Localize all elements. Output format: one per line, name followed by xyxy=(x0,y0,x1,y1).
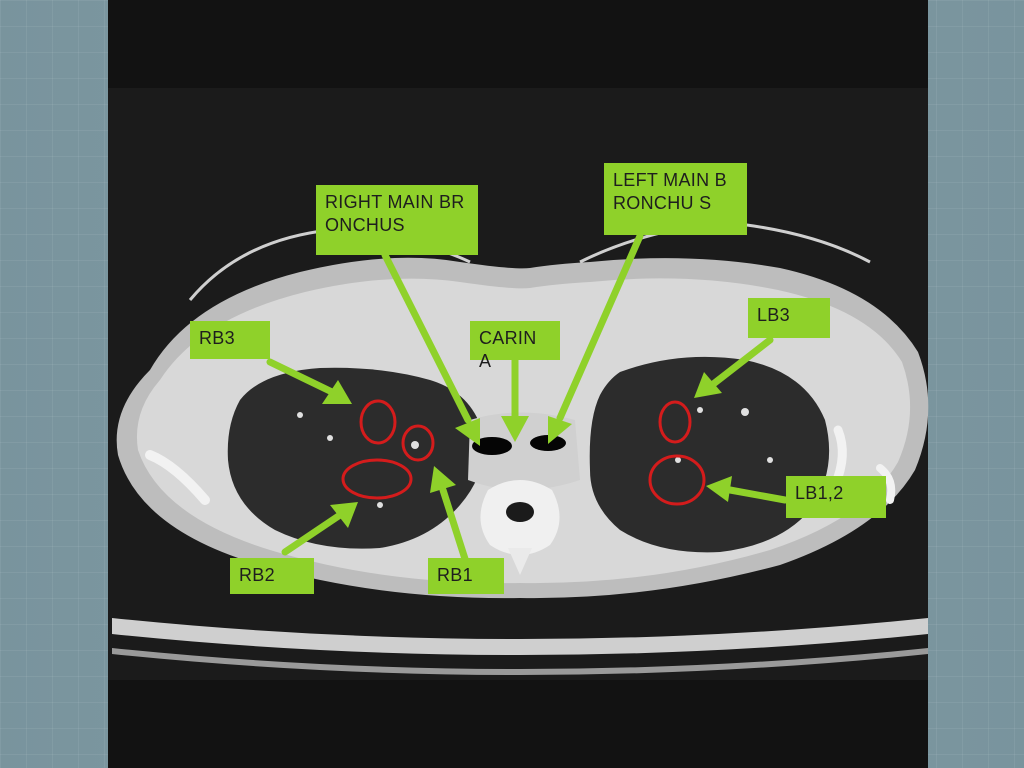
label-rb3: RB3 xyxy=(190,321,270,359)
arrow-lb12 xyxy=(706,476,789,504)
lung-vessels xyxy=(297,407,773,508)
label-rb2-text: RB2 xyxy=(239,565,275,585)
right-scapula xyxy=(145,450,210,505)
arrows xyxy=(266,232,789,566)
ct-table-edge xyxy=(112,648,928,675)
label-rb3-text: RB3 xyxy=(199,328,235,348)
spinous-process xyxy=(508,548,532,575)
marker-lb3 xyxy=(658,400,692,444)
right-lung xyxy=(227,367,484,549)
spinal-canal xyxy=(506,502,534,522)
marker-rb2 xyxy=(341,458,413,500)
left-rib xyxy=(876,464,896,504)
label-lb12: LB1,2 xyxy=(786,476,886,518)
left-lung xyxy=(589,356,830,553)
label-right-main-bronchus: RIGHT MAIN BRONCHUS xyxy=(316,185,478,255)
label-lb12-text: LB1,2 xyxy=(795,483,844,503)
arrow-rb2 xyxy=(281,502,358,556)
label-rb1: RB1 xyxy=(428,558,504,594)
arrow-lb3 xyxy=(694,336,774,398)
label-right-main-bronchus-text: RIGHT MAIN BRONCHUS xyxy=(325,192,465,235)
label-lb3-text: LB3 xyxy=(757,305,790,325)
label-lb3: LB3 xyxy=(748,298,830,338)
label-rb2: RB2 xyxy=(230,558,314,594)
marker-lb12 xyxy=(648,454,706,506)
arrow-left-main-bronchus xyxy=(548,232,644,444)
ct-table xyxy=(112,618,928,655)
right-main-bronchus-lumen xyxy=(472,437,512,455)
marker-circles xyxy=(341,399,706,506)
arrow-rb1 xyxy=(430,466,470,566)
label-left-main-bronchus: LEFT MAIN BRONCHU S xyxy=(604,163,747,235)
marker-rb3 xyxy=(359,399,397,445)
arrow-rb3 xyxy=(266,358,352,404)
label-carina: CARIN A xyxy=(470,321,560,371)
label-carina-text: CARIN A xyxy=(479,328,541,371)
label-left-main-bronchus-text: LEFT MAIN BRONCHU S xyxy=(613,170,727,213)
arrow-carina xyxy=(501,356,529,442)
arrow-right-main-bronchus xyxy=(381,251,480,446)
marker-rb1 xyxy=(401,424,435,462)
label-rb1-text: RB1 xyxy=(437,565,473,585)
